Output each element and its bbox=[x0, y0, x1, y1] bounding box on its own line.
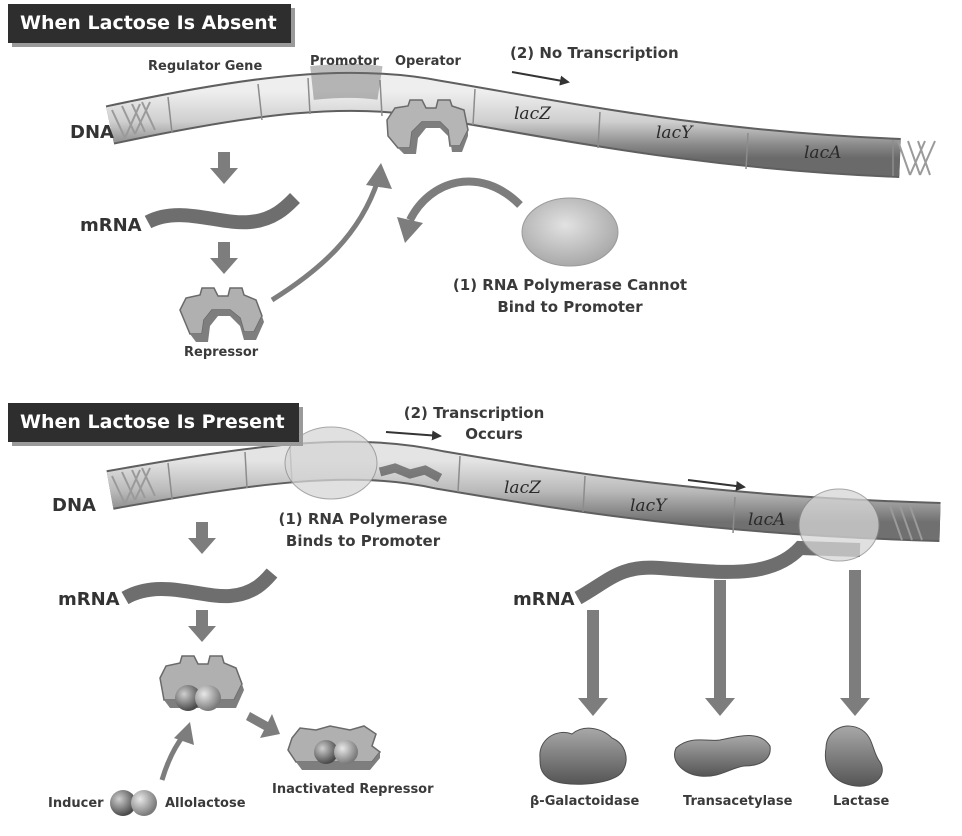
transcription-arrow-2 bbox=[687, 479, 746, 491]
label-polymerase-binds: (1) RNA Polymerase Binds to Promoter bbox=[274, 510, 452, 550]
lactase-protein bbox=[824, 725, 883, 787]
dna-strand-bottom bbox=[106, 440, 941, 542]
gene-lacA-bottom: lacA bbox=[748, 510, 786, 530]
label-repressor: Repressor bbox=[184, 345, 259, 360]
mrna-strand-bottom-left bbox=[121, 568, 278, 605]
gene-lacA-top: lacA bbox=[804, 143, 842, 163]
polymerase-binds-line1: (1) RNA Polymerase bbox=[278, 510, 448, 528]
repressor-on-operator bbox=[386, 99, 469, 154]
banner-lactose-absent: When Lactose Is Absent bbox=[8, 4, 291, 43]
mrna-strand-top bbox=[144, 193, 300, 230]
label-promotor: Promotor bbox=[310, 54, 379, 69]
label-inactivated-repressor: Inactivated Repressor bbox=[272, 782, 434, 797]
label-mrna-bottom-right: mRNA bbox=[513, 589, 575, 610]
to-inactivated-arrow bbox=[246, 712, 280, 738]
polymerase-cannot-line1: (1) RNA Polymerase Cannot bbox=[452, 276, 688, 294]
gene-lacZ-bottom: lacZ bbox=[504, 478, 541, 498]
repressor-protein-top bbox=[179, 287, 264, 342]
gene-lacY-top: lacY bbox=[656, 123, 693, 143]
inducer-molecule bbox=[110, 790, 157, 816]
rna-polymerase-promoter bbox=[284, 426, 378, 500]
repressor-to-operator-arrow bbox=[270, 179, 381, 303]
polymerase-cannot-line2: Bind to Promoter bbox=[497, 298, 643, 316]
product-arrows bbox=[578, 570, 870, 716]
rna-polymerase-top bbox=[521, 197, 619, 267]
label-operator: Operator bbox=[395, 54, 461, 69]
repressor-with-inducer bbox=[159, 655, 244, 711]
gene-lacZ-top: lacZ bbox=[514, 104, 551, 124]
label-regulator-gene: Regulator Gene bbox=[148, 59, 263, 74]
label-transcription-occurs: (2) Transcription Occurs bbox=[396, 404, 552, 443]
transcription-line1: (2) Transcription bbox=[403, 404, 545, 422]
inducer-arrow bbox=[159, 733, 186, 781]
mrna-strand-right bbox=[574, 540, 861, 605]
label-beta-galactoidase: β-Galactoidase bbox=[530, 794, 640, 809]
gene-lacY-bottom: lacY bbox=[630, 496, 667, 516]
bottom-flow-arrows bbox=[188, 522, 216, 642]
top-flow-arrows bbox=[210, 152, 238, 274]
polymerase-blocked-arrow bbox=[406, 177, 523, 222]
rna-polymerase-end bbox=[798, 488, 880, 562]
label-mrna-top: mRNA bbox=[80, 215, 142, 236]
banner-lactose-present: When Lactose Is Present bbox=[8, 403, 299, 442]
label-dna-bottom: DNA bbox=[52, 495, 96, 516]
transcription-arrow-1 bbox=[385, 430, 442, 441]
beta-galactosidase-protein bbox=[539, 727, 627, 785]
label-polymerase-cannot-bind: (1) RNA Polymerase Cannot Bind to Promot… bbox=[452, 276, 688, 316]
label-dna-top: DNA bbox=[70, 122, 114, 143]
transacetylase-protein bbox=[674, 735, 771, 777]
label-allolactose: Allolactose bbox=[165, 796, 246, 811]
label-mrna-bottom-left: mRNA bbox=[58, 589, 120, 610]
polymerase-binds-line2: Binds to Promoter bbox=[285, 532, 441, 550]
label-no-transcription: (2) No Transcription bbox=[510, 44, 679, 62]
label-inducer: Inducer bbox=[48, 796, 104, 811]
label-transacetylase: Transacetylase bbox=[683, 794, 793, 809]
label-lactase: Lactase bbox=[833, 794, 890, 809]
inactivated-repressor-protein bbox=[287, 725, 382, 770]
transcription-line2: Occurs bbox=[465, 425, 523, 443]
no-transcription-arrow bbox=[511, 71, 570, 86]
